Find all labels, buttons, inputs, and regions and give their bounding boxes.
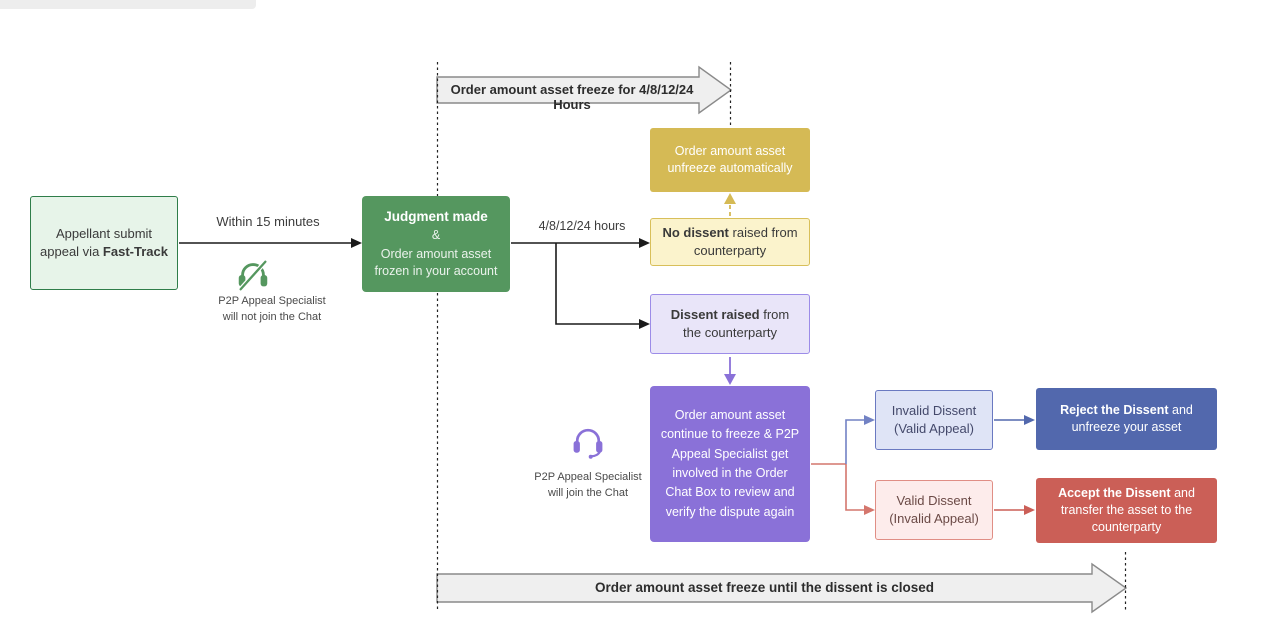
- arrowhead-to-no-dissent: [639, 238, 650, 248]
- arrowhead-invalid-to-reject: [1024, 415, 1035, 425]
- fast-track-label: Fast-Track: [102, 244, 168, 259]
- browser-tab-artifact: [0, 0, 256, 9]
- dissent-raised-bold: Dissent raised: [670, 307, 760, 323]
- specialist-not-join-line2: will not join the Chat: [222, 310, 322, 323]
- dissent-raised-rest: from the counterparty: [683, 307, 790, 340]
- valid-dissent-line2: (Invalid Appeal): [889, 511, 979, 526]
- auto-unfreeze-text: Order amount asset unfreeze automaticall…: [667, 143, 793, 175]
- arrowhead-unfreeze: [724, 193, 736, 204]
- accept-dissent-text: Accept the Dissent and transfer the asse…: [1045, 485, 1208, 537]
- headset-muted-glyph: [238, 260, 268, 291]
- no-dissent-text: No dissent raised from counterparty: [660, 224, 800, 260]
- reject-dissent-rest: and unfreeze your asset: [1071, 402, 1193, 434]
- headset-icon: [570, 422, 606, 465]
- appellant-submit-text: Appellant submit appeal via Fast-Track: [40, 225, 168, 261]
- judgment-made-box: Judgment made & Order amount asset froze…: [362, 196, 510, 292]
- no-dissent-bold: No dissent: [662, 225, 729, 241]
- specialist-join-line2: will join the Chat: [547, 486, 629, 499]
- reject-dissent-box: Reject the Dissent and unfreeze your ass…: [1036, 388, 1217, 450]
- dissent-raised-box: Dissent raised from the counterparty: [650, 294, 810, 354]
- connector-to-valid-dissent: [845, 464, 866, 511]
- reject-dissent-bold: Reject the Dissent: [1060, 402, 1169, 417]
- connector-to-dissent: [555, 243, 641, 325]
- within-15-minutes-label: Within 15 minutes: [216, 214, 320, 229]
- judgment-title: Judgment made: [384, 208, 488, 224]
- headset-muted-icon: [234, 256, 272, 299]
- accept-dissent-box: Accept the Dissent and transfer the asse…: [1036, 478, 1217, 543]
- invalid-dissent-line1: Invalid Dissent: [891, 403, 977, 419]
- auto-unfreeze-box: Order amount asset unfreeze automaticall…: [650, 128, 810, 192]
- arrowhead-valid-to-accept: [1024, 505, 1035, 515]
- judgment-subtitle: Order amount asset frozen in your accoun…: [374, 246, 498, 278]
- arrowhead-to-valid-dissent: [864, 505, 875, 515]
- no-dissent-rest: raised from counterparty: [693, 225, 798, 258]
- top-freeze-block-arrow: [436, 65, 733, 115]
- judgment-ampersand: &: [431, 228, 441, 243]
- freeze-hours-label: 4/8/12/24 hours: [538, 219, 626, 233]
- valid-dissent-line1: Valid Dissent: [896, 493, 972, 509]
- appellant-submit-box: Appellant submit appeal via Fast-Track: [30, 196, 178, 290]
- connector-to-invalid-dissent: [845, 419, 866, 464]
- accept-dissent-rest: and transfer the asset to the counterpar…: [1060, 485, 1195, 535]
- appellant-text-part: Appellant submit appeal via: [40, 226, 153, 259]
- continue-freeze-box: Order amount asset continue to freeze & …: [650, 386, 810, 542]
- invalid-dissent-line2: (Valid Appeal): [894, 421, 974, 436]
- bottom-freeze-block-arrow: [436, 562, 1128, 614]
- bottom-freeze-arrow-label: Order amount asset freeze until the diss…: [594, 580, 935, 595]
- specialist-join-note: P2P Appeal Specialist will join the Chat: [510, 470, 666, 502]
- arrowhead-dissent-to-freeze: [724, 374, 736, 385]
- specialist-not-join-note: P2P Appeal Specialist will not join the …: [194, 294, 350, 326]
- specialist-not-join-line1: P2P Appeal Specialist: [218, 295, 326, 307]
- reject-dissent-text: Reject the Dissent and unfreeze your ass…: [1045, 402, 1208, 437]
- valid-dissent-box: Valid Dissent (Invalid Appeal): [875, 480, 993, 540]
- continue-freeze-text: Order amount asset continue to freeze & …: [660, 407, 800, 519]
- headset-glyph: [573, 428, 603, 459]
- arrowhead-to-dissent: [639, 319, 650, 329]
- arrowhead-to-invalid-dissent: [864, 415, 875, 425]
- top-freeze-arrow-label: Order amount asset freeze for 4/8/12/24 …: [450, 82, 694, 112]
- specialist-join-line1: P2P Appeal Specialist: [534, 471, 642, 483]
- invalid-dissent-box: Invalid Dissent (Valid Appeal): [875, 390, 993, 450]
- dissent-raised-text: Dissent raised from the counterparty: [660, 306, 800, 342]
- arrowhead-appeal-to-judgment: [351, 238, 362, 248]
- no-dissent-box: No dissent raised from counterparty: [650, 218, 810, 266]
- accept-dissent-bold: Accept the Dissent: [1058, 485, 1171, 500]
